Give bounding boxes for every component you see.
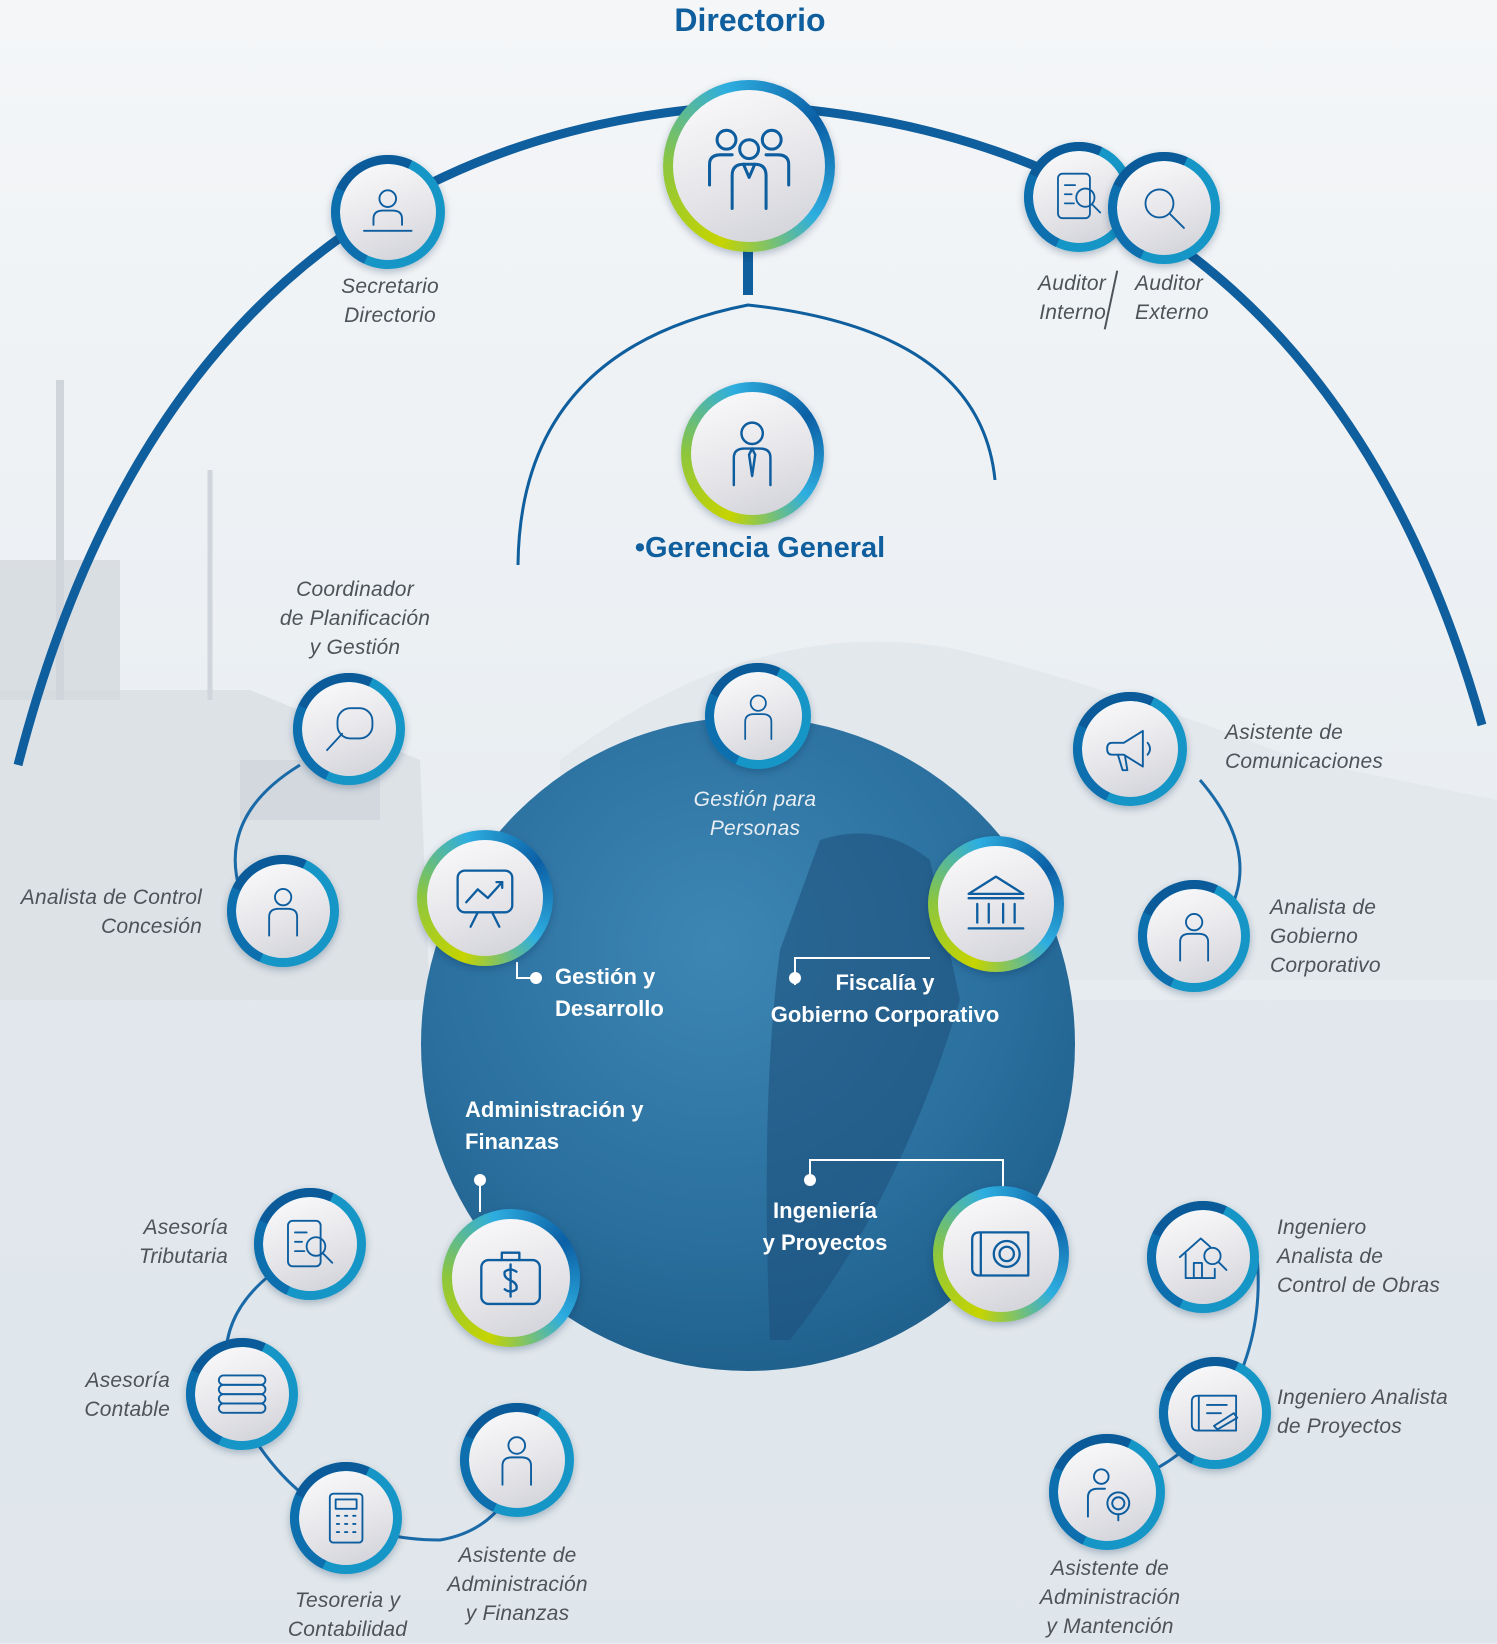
- person-icon: [501, 1436, 533, 1486]
- fiscalia-node[interactable]: [928, 836, 1064, 972]
- document-search-icon: [1057, 173, 1102, 220]
- person-icon: [744, 694, 772, 740]
- gerencia-node[interactable]: [681, 382, 824, 525]
- page-title: Directorio: [674, 2, 826, 38]
- asesoria-tributaria-node[interactable]: [254, 1188, 366, 1300]
- analista-concesion-node[interactable]: [227, 855, 339, 967]
- gestion-desarrollo-dot: [530, 972, 542, 984]
- administracion-node[interactable]: [442, 1209, 580, 1347]
- building-columns-icon: [967, 875, 1025, 930]
- calculator-icon: [328, 1492, 364, 1544]
- group-icon: [707, 128, 791, 210]
- directorio-node[interactable]: [663, 80, 835, 252]
- chart-board-icon: [456, 869, 514, 928]
- gestion-desarrollo-node[interactable]: [417, 830, 553, 966]
- search-chat-icon: [325, 707, 374, 751]
- magnifier-icon: [1144, 188, 1185, 229]
- asistente-mantencion-node[interactable]: [1049, 1434, 1165, 1550]
- ingeniero-proyectos-node[interactable]: [1159, 1357, 1271, 1469]
- megaphone-icon: [1106, 730, 1152, 772]
- secretario-node[interactable]: [331, 155, 445, 269]
- tesoreria-node[interactable]: [290, 1462, 402, 1574]
- ingenieria-dot: [804, 1174, 816, 1186]
- analista-gobierno-node[interactable]: [1138, 880, 1250, 992]
- document-search-icon: [286, 1219, 334, 1268]
- coordinador-node[interactable]: [293, 673, 405, 785]
- gerencia-title: •Gerencia General: [634, 532, 886, 564]
- administracion-dot: [474, 1174, 486, 1186]
- person-at-desk-icon: [363, 189, 413, 232]
- auditor-externo-node[interactable]: [1108, 152, 1220, 264]
- person-icon: [268, 887, 298, 937]
- ingeniero-obras-node[interactable]: [1147, 1201, 1259, 1313]
- money-briefcase-icon: [480, 1251, 542, 1306]
- blueprint-gear-icon: [971, 1231, 1030, 1277]
- person-tie-icon: [732, 421, 773, 487]
- asistente-admin-finanzas-node[interactable]: [460, 1403, 574, 1517]
- person-gear-icon: [1086, 1467, 1130, 1521]
- person-icon: [1179, 912, 1209, 962]
- house-search-icon: [1178, 1237, 1228, 1279]
- gestion-personas-node[interactable]: [705, 663, 811, 769]
- comunicaciones-node[interactable]: [1073, 692, 1187, 806]
- coin-stack-icon: [217, 1374, 267, 1414]
- asesoria-contable-node[interactable]: [186, 1338, 298, 1450]
- fiscalia-dot: [789, 972, 801, 984]
- blueprint-pencil-icon: [1190, 1394, 1239, 1432]
- ingenieria-node[interactable]: [933, 1186, 1069, 1322]
